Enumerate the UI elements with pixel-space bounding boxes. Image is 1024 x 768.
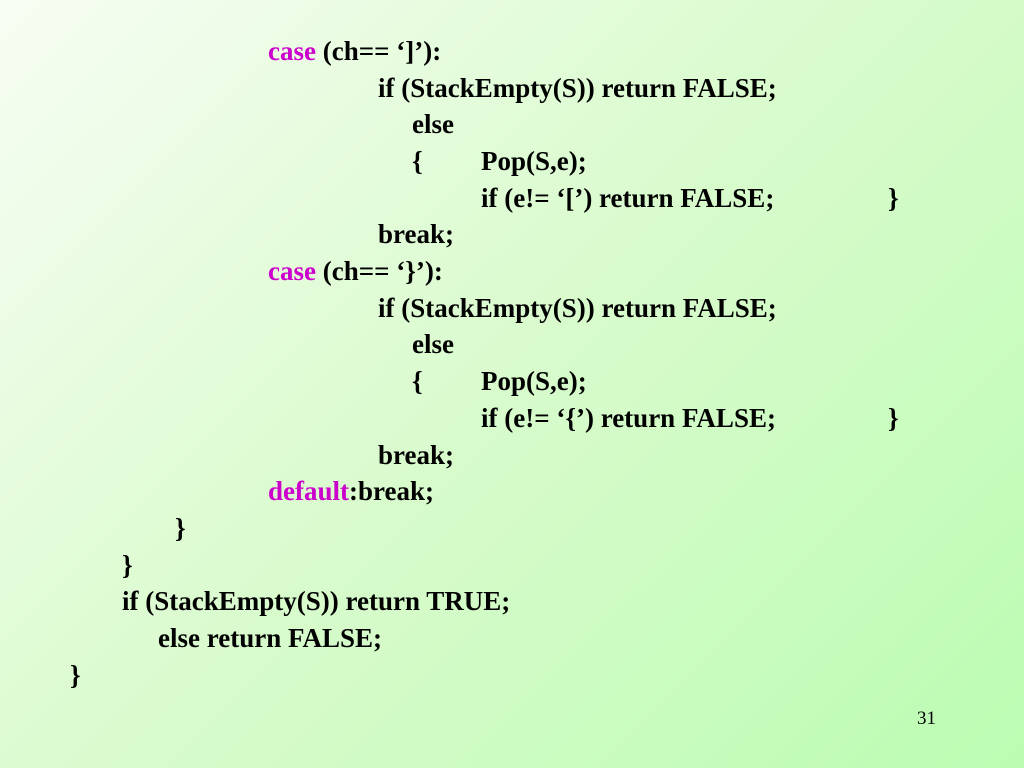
code-line-open-brace: { [412, 366, 423, 396]
code-line: if (StackEmpty(S)) return TRUE; [122, 586, 511, 616]
code-line: else [412, 109, 454, 139]
code-line-close-brace: } [888, 183, 899, 213]
code-line-open-brace: { [412, 146, 423, 176]
code-line: break; [378, 440, 455, 470]
code-line-close-brace: } [175, 513, 186, 543]
code-line-case-brace: case (ch== ‘}’): [268, 256, 443, 286]
code-line: break; [378, 219, 455, 249]
code-line: Pop(S,e); [481, 146, 587, 176]
keyword-case: case [268, 36, 316, 66]
code-line: else return FALSE; [158, 623, 382, 653]
code-line: if (e!= ‘{’) return FALSE; [481, 403, 776, 433]
code-line: else [412, 329, 454, 359]
code-line-close-brace: } [70, 660, 81, 690]
code-line-close-brace: } [888, 403, 899, 433]
code-line-default: default:break; [268, 476, 434, 506]
keyword-case: case [268, 256, 316, 286]
code-line-case-bracket: case (ch== ‘]’): [268, 36, 442, 66]
code-line: Pop(S,e); [481, 366, 587, 396]
keyword-default: default [268, 476, 349, 506]
code-line: if (e!= ‘[’) return FALSE; [481, 183, 775, 213]
page-number: 31 [917, 708, 936, 729]
code-line: if (StackEmpty(S)) return FALSE; [378, 293, 777, 323]
code-line-close-brace: } [122, 550, 133, 580]
code-line: if (StackEmpty(S)) return FALSE; [378, 73, 777, 103]
